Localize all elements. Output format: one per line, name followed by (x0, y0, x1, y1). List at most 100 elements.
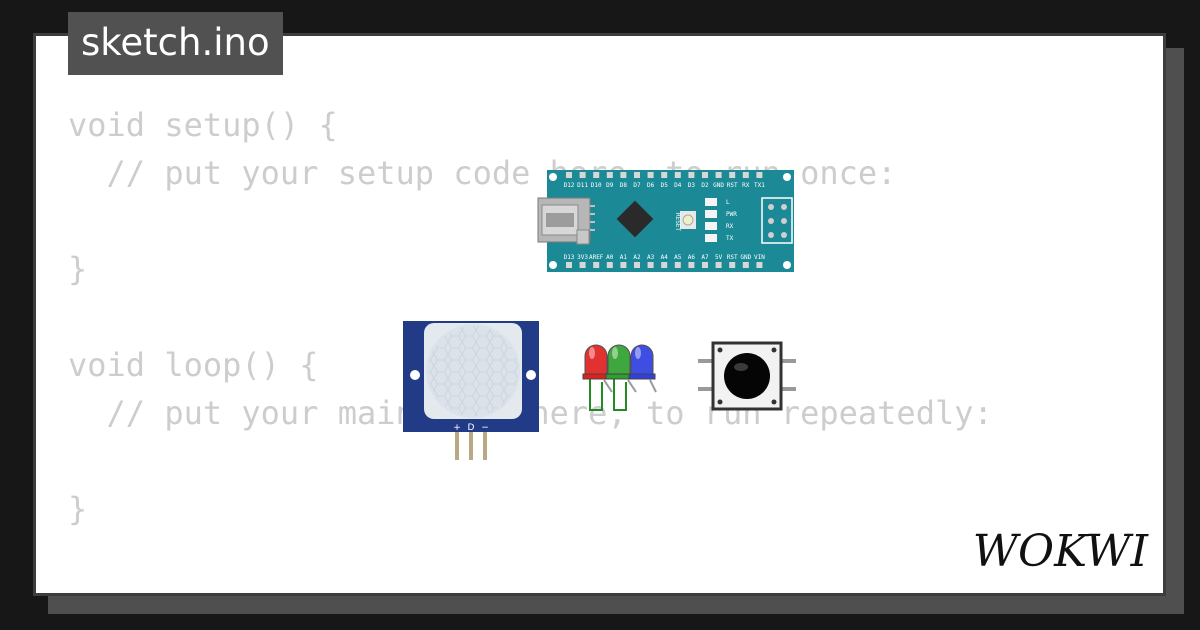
pin-label: A3 (647, 254, 655, 261)
header-pin[interactable] (647, 262, 654, 268)
led-blue[interactable] (628, 344, 656, 380)
led-group[interactable] (582, 344, 657, 411)
header-pin[interactable] (674, 262, 681, 268)
code-line-4: } (68, 250, 88, 288)
header-pin[interactable] (606, 172, 613, 178)
mounting-hole (410, 370, 420, 380)
pin-label: A5 (674, 254, 682, 261)
mounting-hole (549, 261, 557, 269)
header-pin[interactable] (620, 262, 627, 268)
header-pin[interactable] (702, 262, 708, 268)
code-line-9: } (68, 490, 88, 528)
header-pin[interactable] (566, 262, 572, 268)
pin-label: A2 (633, 254, 641, 261)
header-pin[interactable] (566, 172, 572, 178)
header-pin[interactable] (756, 172, 763, 178)
header-pin[interactable] (729, 172, 736, 178)
pin-label: A6 (688, 254, 696, 261)
icsp-header (761, 197, 793, 244)
header-pin[interactable] (729, 262, 736, 268)
pin-label: A4 (661, 254, 669, 261)
led-red[interactable] (582, 344, 610, 380)
pin-label: RX (742, 182, 750, 189)
pin-label: D3 (688, 182, 696, 189)
led-label: TX (726, 235, 734, 242)
pin-label: A0 (606, 254, 614, 261)
header-pin[interactable] (688, 172, 695, 178)
led-label: RX (726, 223, 734, 230)
mounting-hole (526, 370, 536, 380)
pin-label: 3V3 (577, 254, 588, 261)
header-pin[interactable] (702, 172, 708, 178)
pir-pin-label: D (468, 423, 475, 433)
wokwi-logo[interactable]: WOKWI (973, 526, 1150, 577)
header-pin[interactable] (742, 262, 749, 268)
led-lead (603, 379, 613, 393)
pin-label: A7 (701, 254, 709, 261)
header-pin[interactable] (593, 262, 600, 268)
mounting-hole (549, 173, 557, 181)
wire (589, 378, 603, 411)
header-pin[interactable] (579, 172, 586, 178)
pin-label: GND (740, 254, 751, 261)
header-pin[interactable] (688, 262, 695, 268)
pushbutton[interactable] (698, 341, 796, 411)
pir-pin-label: − (481, 423, 489, 433)
pir-dome-pattern (428, 326, 518, 416)
pin-label: D6 (647, 182, 655, 189)
header-pin[interactable] (593, 172, 600, 178)
pin-label: VIN (754, 254, 765, 261)
pin-label: D4 (674, 182, 682, 189)
pin-label: GND (713, 182, 724, 189)
header-pin[interactable] (661, 172, 668, 178)
pin-label: A1 (620, 254, 628, 261)
header-pin[interactable] (674, 172, 681, 178)
usb-connector (537, 197, 595, 245)
led-lead (649, 379, 657, 393)
mounting-hole (783, 261, 791, 269)
pin-label: D11 (577, 182, 588, 189)
mounting-hole (783, 173, 791, 181)
reset-label: RESET (674, 213, 681, 231)
pir-pins (455, 432, 487, 460)
pin-label: D7 (633, 182, 641, 189)
pin-label: RST (727, 182, 738, 189)
header-pin[interactable] (620, 172, 627, 178)
header-pin[interactable] (579, 262, 586, 268)
led-lead (627, 379, 637, 393)
header-pin[interactable] (661, 262, 668, 268)
pin-label: D8 (620, 182, 628, 189)
button-cap[interactable] (724, 353, 770, 399)
pin-label: D10 (591, 182, 602, 189)
code-line-6: void loop() { (68, 346, 319, 384)
header-pin[interactable] (715, 172, 722, 178)
file-tab[interactable]: sketch.ino (68, 12, 283, 75)
header-pin[interactable] (647, 172, 654, 178)
led-green[interactable] (605, 344, 633, 380)
pin-label: TX1 (754, 182, 765, 189)
pir-pin-label: + (453, 423, 461, 433)
file-tab-label: sketch.ino (81, 21, 270, 64)
reset-button[interactable] (680, 211, 696, 229)
pin-label: D2 (701, 182, 709, 189)
header-pin[interactable] (742, 172, 749, 178)
code-line-1: void setup() { (68, 106, 338, 144)
header-pin[interactable] (756, 262, 763, 268)
pir-pin-labels: + D− (453, 423, 489, 433)
pin-label: RST (727, 254, 738, 261)
pin-label: 5V (715, 254, 723, 261)
header-pin[interactable] (634, 172, 640, 178)
led-label: PWR (726, 211, 737, 218)
pin-label: D5 (661, 182, 669, 189)
header-pin[interactable] (606, 262, 613, 268)
header-pin[interactable] (715, 262, 722, 268)
microcontroller-chip (616, 200, 654, 238)
pin-label: AREF (589, 254, 604, 261)
header-pin[interactable] (634, 262, 640, 268)
pir-sensor[interactable]: + D− (403, 321, 539, 460)
